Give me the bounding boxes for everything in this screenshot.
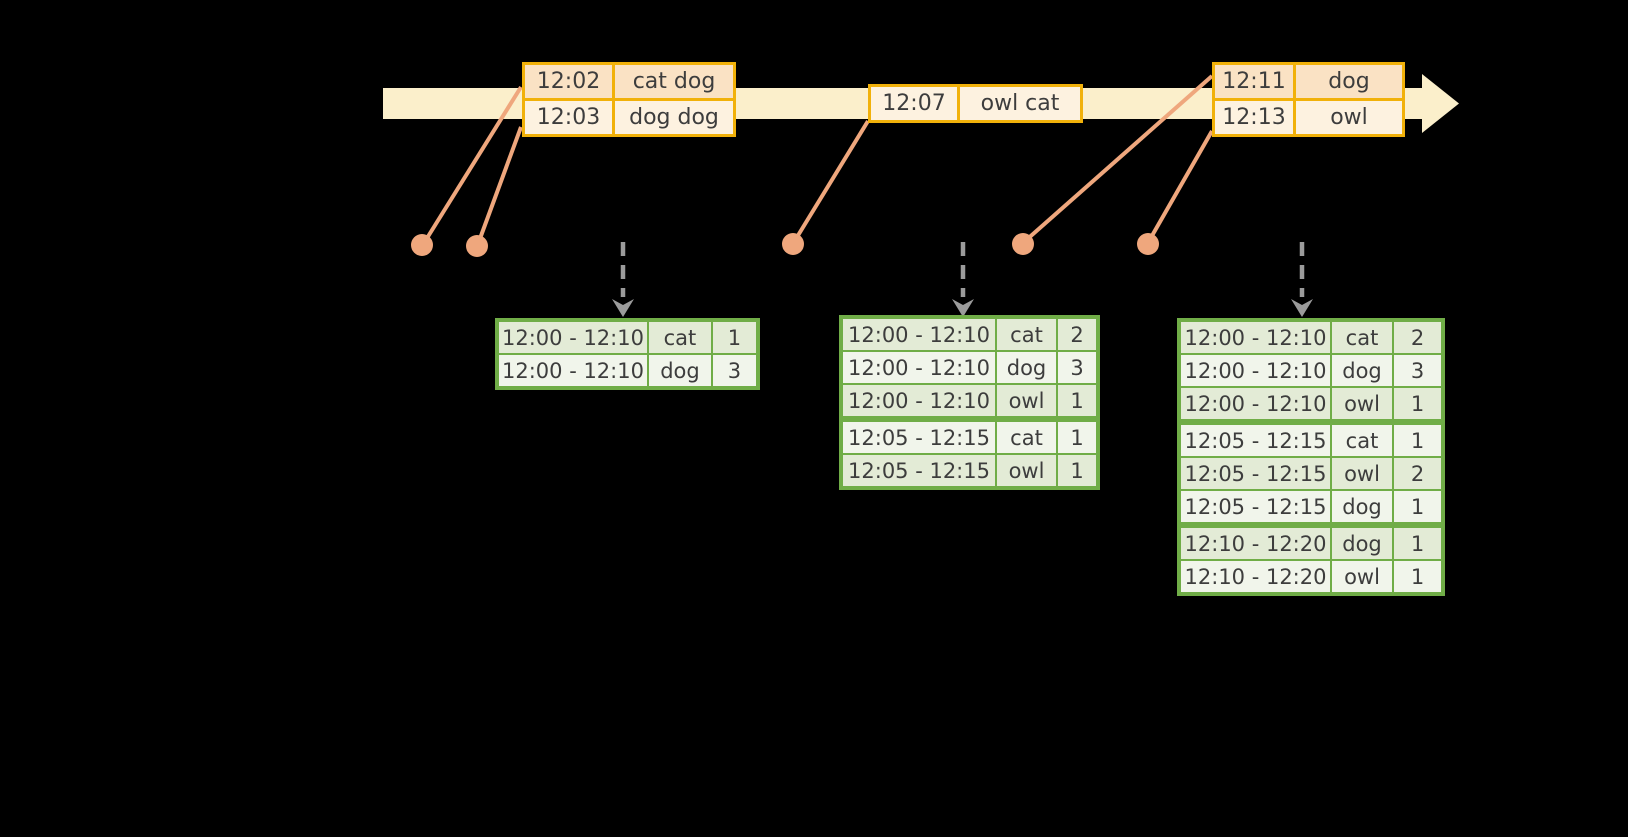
cell-count: 1: [1056, 383, 1099, 420]
dot-icon: [466, 235, 488, 257]
cell-word: cat: [995, 416, 1058, 455]
cell-window: 12:00 - 12:10: [1178, 353, 1332, 388]
cell-time: 12:03: [522, 98, 615, 137]
cell-word: dog: [1330, 489, 1394, 526]
dot-icon: [1012, 233, 1034, 255]
cell-words: dog dog: [612, 98, 736, 137]
cell-word: dog: [1330, 353, 1394, 388]
dot-icon: [1137, 233, 1159, 255]
cell-word: owl: [995, 453, 1058, 489]
cell-window: 12:00 - 12:10: [840, 383, 997, 420]
cell-window: 12:00 - 12:10: [1178, 319, 1332, 355]
cell-time: 12:13: [1212, 98, 1296, 137]
event-connector-lines: [422, 74, 1214, 245]
cell-word: cat: [646, 319, 713, 355]
cell-word: owl: [995, 383, 1058, 420]
cell-word: owl: [1330, 559, 1394, 595]
arrow-down-head-icon: [1291, 299, 1313, 317]
cell-count: 1: [710, 319, 759, 355]
cell-window: 12:05 - 12:15: [1178, 456, 1332, 491]
cell-window: 12:05 - 12:15: [840, 416, 997, 455]
cell-word: dog: [1330, 522, 1394, 561]
cell-count: 1: [1392, 489, 1444, 526]
cell-words: dog: [1293, 62, 1405, 101]
cell-count: 3: [1056, 350, 1099, 385]
cell-window: 12:00 - 12:10: [496, 319, 649, 355]
cell-window: 12:05 - 12:15: [1178, 419, 1332, 458]
cell-window: 12:05 - 12:15: [1178, 489, 1332, 526]
cell-window: 12:10 - 12:20: [1178, 522, 1332, 561]
cell-count: 1: [1056, 453, 1099, 489]
cell-window: 12:00 - 12:10: [840, 350, 997, 385]
cell-words: cat dog: [612, 62, 736, 101]
cell-window: 12:10 - 12:20: [1178, 559, 1332, 595]
cell-count: 2: [1056, 316, 1099, 352]
connector-line: [476, 126, 523, 245]
cell-window: 12:00 - 12:10: [840, 316, 997, 352]
cell-window: 12:00 - 12:10: [1178, 386, 1332, 423]
cell-count: 2: [1392, 319, 1444, 355]
cell-words: owl: [1293, 98, 1405, 137]
cell-word: owl: [1330, 456, 1394, 491]
event-markers: [411, 233, 1159, 257]
cell-count: 1: [1056, 416, 1099, 455]
arrow-right-icon: [1422, 74, 1459, 133]
arrow-down-head-icon: [952, 299, 974, 317]
cell-count: 3: [1392, 353, 1444, 388]
cell-count: 1: [1392, 522, 1444, 561]
cell-count: 3: [710, 353, 759, 389]
cell-time: 12:02: [522, 62, 615, 101]
cell-count: 1: [1392, 559, 1444, 595]
cell-window: 12:00 - 12:10: [496, 353, 649, 389]
dot-icon: [411, 234, 433, 256]
cell-word: dog: [646, 353, 713, 389]
cell-window: 12:05 - 12:15: [840, 453, 997, 489]
cell-words: owl cat: [957, 84, 1083, 123]
cell-time: 12:07: [868, 84, 960, 123]
cell-word: dog: [995, 350, 1058, 385]
connector-line: [1147, 130, 1214, 242]
cell-count: 1: [1392, 386, 1444, 423]
process-arrows: [612, 242, 1313, 317]
dot-icon: [782, 233, 804, 255]
arrow-down-head-icon: [612, 299, 634, 317]
connector-line: [422, 85, 523, 245]
connector-line: [792, 119, 870, 244]
cell-word: cat: [1330, 419, 1394, 458]
cell-count: 2: [1392, 456, 1444, 491]
cell-time: 12:11: [1212, 62, 1296, 101]
cell-word: owl: [1330, 386, 1394, 423]
connector-line: [1022, 74, 1214, 244]
cell-count: 1: [1392, 419, 1444, 458]
cell-word: cat: [1330, 319, 1394, 355]
cell-word: cat: [995, 316, 1058, 352]
